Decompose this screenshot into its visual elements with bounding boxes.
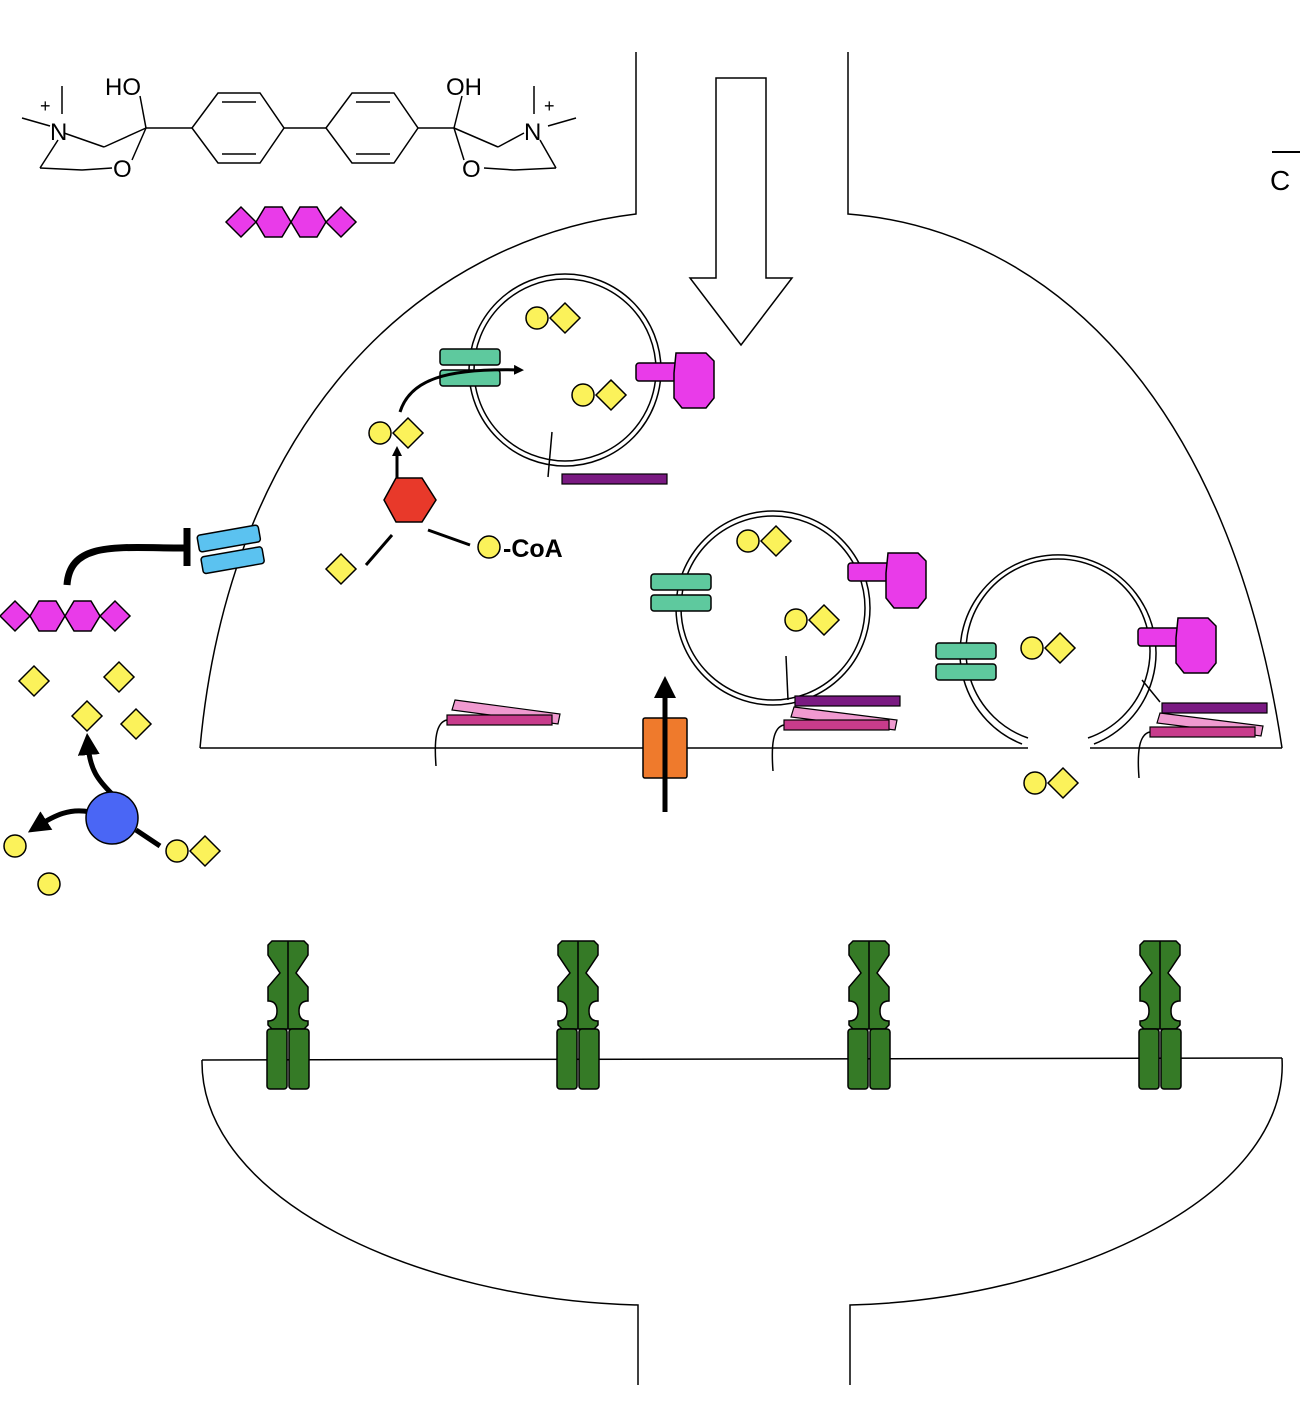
vesicular-transporter-icon (439, 348, 501, 387)
synaptotagmin-icon (847, 552, 927, 609)
acetylcholine-icon (368, 417, 424, 449)
coa-label: -CoA (503, 535, 563, 563)
action-potential-arrow-icon (688, 77, 794, 347)
inhibition-arrow-icon (63, 543, 186, 586)
choline-icon (3, 834, 27, 858)
snare-complex-3 (1137, 712, 1264, 779)
acetate-icon (120, 708, 152, 740)
released-acetylcholine-icon (1023, 767, 1079, 799)
left-ring-oxygen-label: O (113, 156, 132, 183)
acetylcholinesterase-icon (85, 791, 139, 845)
coa-bond (427, 528, 471, 547)
nicotinic-receptor-icon (847, 940, 891, 1090)
substrate-bond (134, 827, 162, 849)
choline-icon (477, 535, 501, 559)
acetate-icon (71, 700, 103, 732)
nicotinic-receptor-icon (556, 940, 600, 1090)
acetylcholine-icon (525, 302, 581, 334)
vesamicol-chain-icon (0, 600, 131, 632)
synaptic-vesicle-1 (439, 273, 715, 485)
right-hydroxyl-label: OH (446, 74, 482, 101)
snare-complex-1 (434, 699, 561, 767)
vesamicol-structure (21, 86, 577, 171)
right-charge-label: + (544, 96, 555, 116)
vesamicol-chain-icon (225, 206, 357, 238)
synaptobrevin-icon (561, 473, 668, 485)
vesicular-transporter-icon (650, 573, 712, 612)
synaptobrevin-icon (794, 695, 901, 707)
synaptic-vesicle-2 (650, 510, 927, 707)
edge-letter: C (1270, 165, 1290, 196)
presynaptic-terminal (199, 52, 1283, 749)
acetate-bond (364, 534, 394, 566)
choline-icon (37, 872, 61, 896)
acetylcholine-icon (165, 835, 221, 867)
left-nitrogen-label: N (50, 119, 67, 146)
acetate-icon (103, 661, 135, 693)
left-hydroxyl-label: HO (105, 74, 141, 101)
acetylcholine-icon (1020, 632, 1076, 664)
transport-arrow-icon (398, 364, 524, 413)
snare-tether-icon (785, 655, 789, 701)
nicotinic-receptor-icon (1138, 940, 1182, 1090)
nicotinic-receptor-icon (266, 940, 310, 1090)
postsynaptic-cell (201, 1057, 1283, 1385)
synaptobrevin-icon (1161, 702, 1268, 714)
hydrolysis-arrow-icon (77, 733, 114, 796)
autoreceptor-icon (196, 524, 265, 575)
choline-acetyltransferase-icon (383, 477, 437, 523)
snare-complex-2 (771, 706, 898, 772)
choline-release-arrow-icon (27, 808, 91, 833)
synaptotagmin-icon (635, 352, 715, 409)
right-ring-oxygen-label: O (462, 156, 481, 183)
snare-tether-icon (1141, 679, 1161, 703)
snare-tether-icon (547, 431, 553, 478)
acetyl-icon (325, 553, 357, 585)
synaptic-vesicle-3 (935, 554, 1268, 745)
acetylcholine-icon (784, 604, 840, 636)
right-nitrogen-label: N (524, 119, 541, 146)
acetylcholine-icon (736, 525, 792, 557)
left-charge-label: + (40, 96, 51, 116)
acetylcholine-icon (571, 379, 627, 411)
acetate-icon (18, 665, 50, 697)
